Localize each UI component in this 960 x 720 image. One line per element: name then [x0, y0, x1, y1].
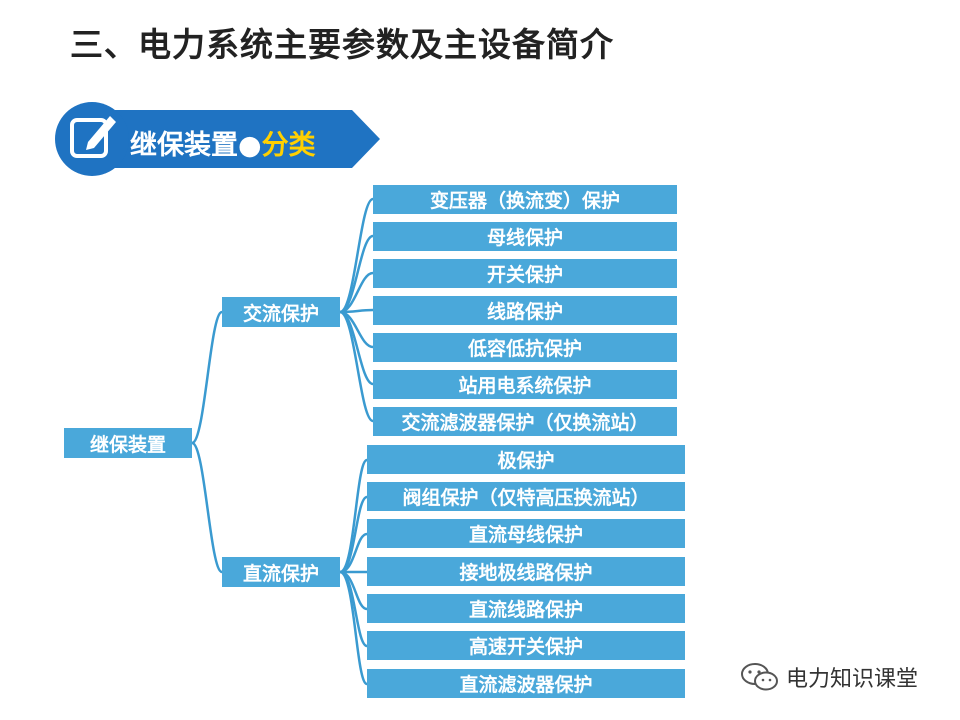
- category-ac-protection: 交流保护: [222, 297, 340, 327]
- banner-title-accent: 分类: [261, 130, 316, 161]
- leaf-valve-group-protection: 阀组保护（仅特高压换流站）: [367, 482, 685, 511]
- banner-title-main: 继保装置: [130, 130, 238, 161]
- leaf-pole-protection: 极保护: [367, 445, 685, 474]
- leaf-dc-line-protection: 直流线路保护: [367, 594, 685, 623]
- leaf-switch-protection: 开关保护: [373, 259, 677, 288]
- leaf-dc-busbar-protection: 直流母线保护: [367, 519, 685, 548]
- leaf-station-power-protection: 站用电系统保护: [373, 370, 677, 399]
- banner-title: 继保装置●分类: [130, 123, 316, 162]
- page-title: 三、电力系统主要参数及主设备简介: [70, 25, 614, 64]
- leaf-ground-electrode-line-protection: 接地极线路保护: [367, 557, 685, 586]
- leaf-ac-filter-protection: 交流滤波器保护（仅换流站）: [373, 407, 677, 436]
- watermark-text: 电力知识课堂: [786, 667, 919, 692]
- root-node: 继保装置: [64, 428, 192, 458]
- wechat-icon: [741, 663, 778, 691]
- category-dc-protection: 直流保护: [222, 557, 340, 587]
- banner-separator: ●: [238, 130, 262, 161]
- watermark: 电力知识课堂: [740, 660, 918, 694]
- section-banner: [55, 102, 380, 176]
- edit-note-icon: [70, 116, 116, 158]
- leaf-transformer-protection: 变压器（换流变）保护: [373, 185, 677, 214]
- leaf-line-protection: 线路保护: [373, 296, 677, 325]
- leaf-dc-filter-protection: 直流滤波器保护: [367, 669, 685, 698]
- leaf-high-speed-switch-protection: 高速开关保护: [367, 631, 685, 660]
- leaf-busbar-protection: 母线保护: [373, 222, 677, 251]
- leaf-capacitor-reactor-protection: 低容低抗保护: [373, 333, 677, 362]
